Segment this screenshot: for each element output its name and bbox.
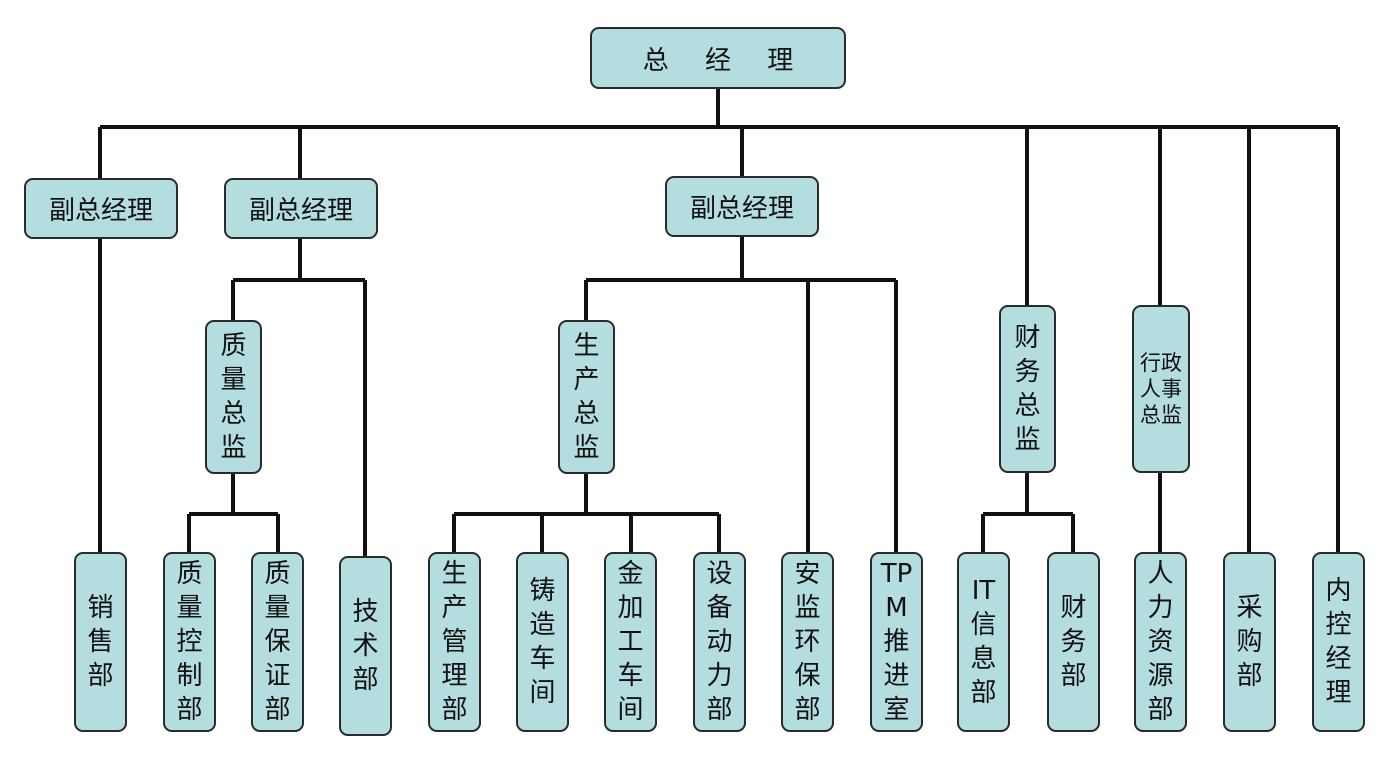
machining-workshop-box: 金加工车间 [604, 552, 657, 732]
machining-workshop-box-label: 金加工车间 [617, 559, 644, 725]
admin-director-box: 行政人事总监 [1132, 305, 1190, 473]
purchasing-dept-box-label: 采购部 [1236, 593, 1263, 691]
finance-dept-box-label: 财务部 [1060, 593, 1087, 691]
equipment-dept-box: 设备动力部 [693, 552, 746, 732]
it-dept-box: IT信息部 [957, 552, 1010, 732]
production-director-box: 生产总监 [558, 320, 615, 474]
safety-env-dept-box: 安监环保部 [781, 552, 834, 732]
production-mgmt-dept-box: 生产管理部 [428, 552, 481, 732]
production-mgmt-dept-box-label: 生产管理部 [441, 559, 468, 725]
admin-director-label: 行政人事总监 [1140, 351, 1182, 427]
internal-control-box: 内控经理 [1312, 552, 1365, 732]
technology-dept-box: 技术部 [339, 556, 392, 736]
finance-director-box-label: 财务总监 [1014, 323, 1041, 455]
finance-dept-box: 财务部 [1047, 552, 1100, 732]
equipment-dept-box-label: 设备动力部 [706, 559, 733, 725]
sales-dept-box: 销售部 [74, 552, 127, 732]
quality-assurance-dept-box: 质量保证部 [251, 552, 304, 732]
quality-assurance-dept-box-label: 质量保证部 [264, 559, 291, 725]
finance-director-box: 财务总监 [999, 305, 1056, 473]
vp-box-3: 副总经理 [665, 176, 819, 237]
purchasing-dept-box: 采购部 [1223, 552, 1276, 732]
tpm-office-label: TPM推进室 [880, 559, 913, 725]
tpm-office-box: TPM推进室 [870, 552, 923, 732]
internal-control-box-label: 内控经理 [1325, 576, 1352, 708]
production-director-box-label: 生产总监 [573, 331, 600, 463]
quality-director-box-label: 质量总监 [220, 331, 247, 463]
sales-dept-box-label: 销售部 [87, 593, 114, 691]
hr-dept-box-label: 人力资源部 [1147, 559, 1174, 725]
casting-workshop-box-label: 铸造车间 [529, 576, 556, 708]
quality-control-dept-box: 质量控制部 [163, 552, 216, 732]
general-manager-box: 总 经 理 [590, 27, 846, 89]
vp-box-1: 副总经理 [24, 178, 178, 239]
it-dept-label: IT信息部 [970, 576, 997, 708]
casting-workshop-box: 铸造车间 [516, 552, 569, 732]
quality-director-box: 质量总监 [205, 320, 262, 474]
quality-control-dept-box-label: 质量控制部 [176, 559, 203, 725]
vp-box-2: 副总经理 [224, 178, 378, 239]
hr-dept-box: 人力资源部 [1134, 552, 1187, 732]
safety-env-dept-box-label: 安监环保部 [794, 559, 821, 725]
technology-dept-box-label: 技术部 [352, 597, 379, 695]
